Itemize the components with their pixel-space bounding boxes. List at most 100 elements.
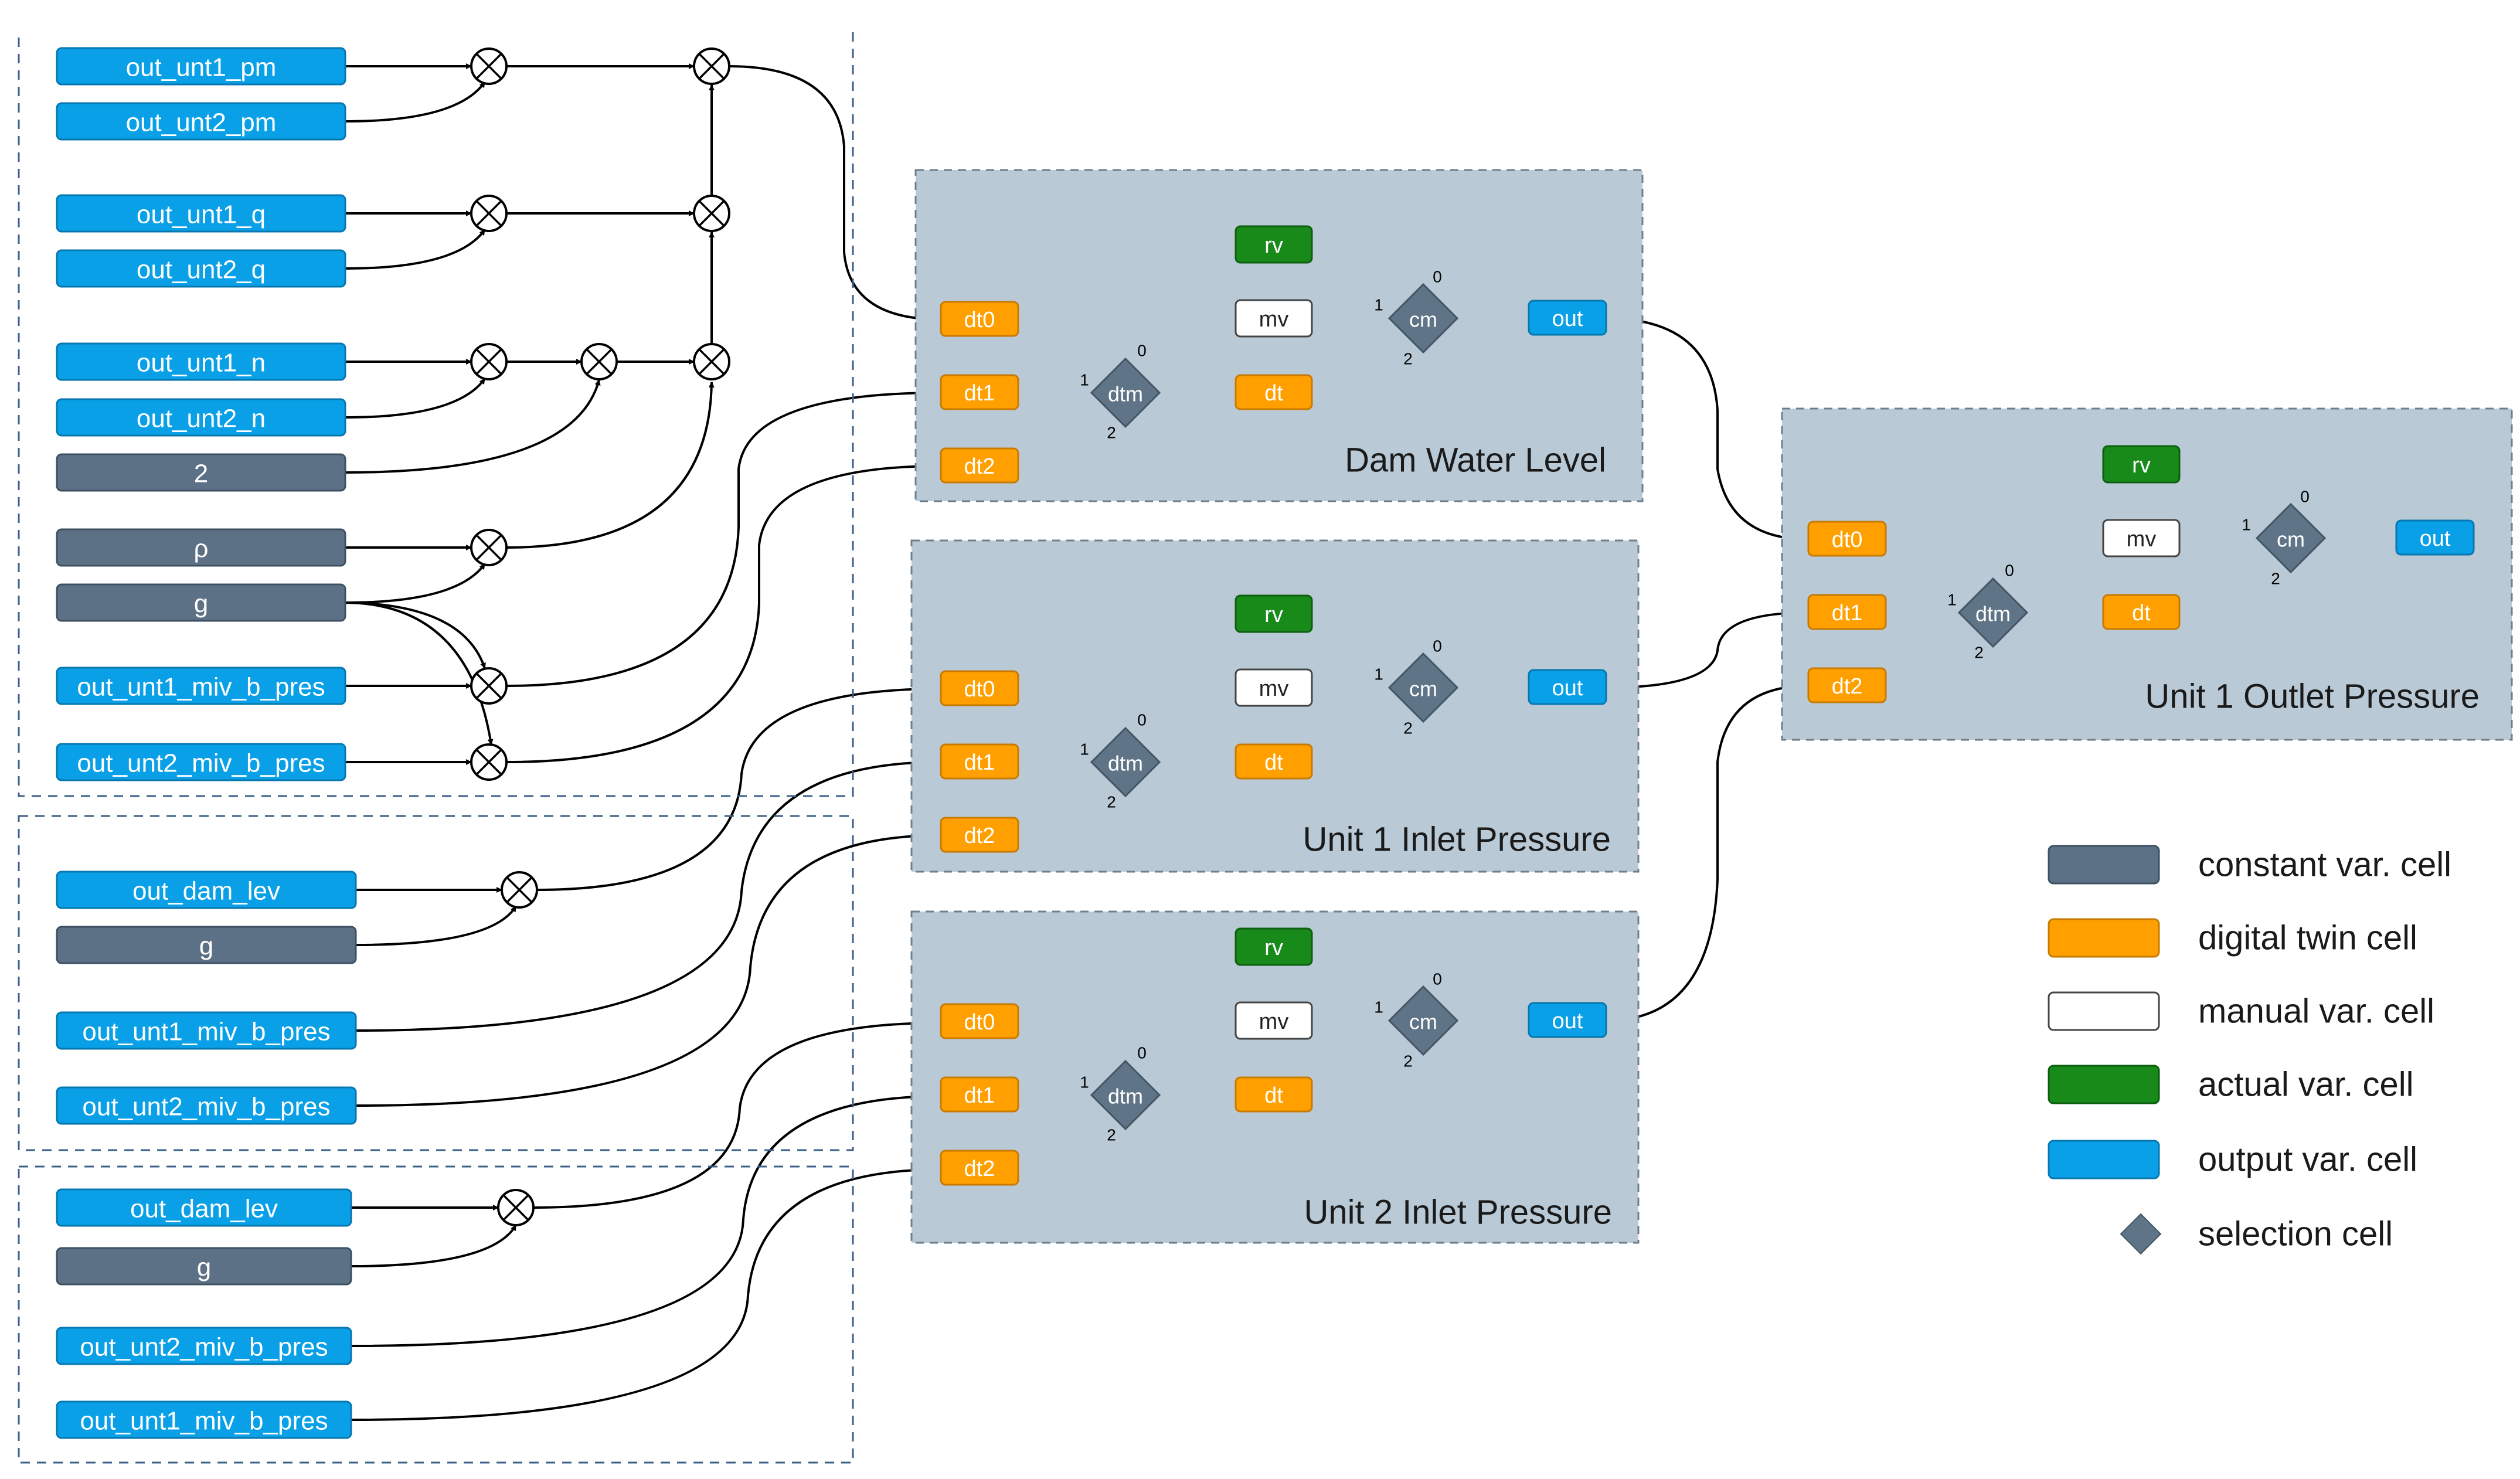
- u1in-dt0[interactable]: dt0: [940, 670, 1019, 706]
- u2in-dtm[interactable]: dtm: [1090, 1059, 1161, 1131]
- u2in-mv[interactable]: mv: [1235, 1001, 1313, 1040]
- u2in-dt2[interactable]: dt2: [940, 1150, 1019, 1186]
- selection-diamond: [1387, 985, 1459, 1056]
- input2-out-unt1-miv-b-pres[interactable]: out_unt1_miv_b_pres: [56, 1011, 357, 1050]
- wire-to-dam-dt0: [729, 65, 941, 322]
- input-out-unt1-miv-b-pres[interactable]: out_unt1_miv_b_pres: [56, 667, 346, 705]
- u1out-dt2[interactable]: dt2: [1807, 667, 1887, 703]
- input3-out-dam-lev[interactable]: out_dam_lev: [56, 1188, 352, 1227]
- input-const-2[interactable]: 2: [56, 453, 346, 492]
- cross-mark: [698, 348, 725, 375]
- dam-dt1[interactable]: dt1: [940, 374, 1019, 410]
- u1out-cm-port2: 2: [2271, 570, 2280, 588]
- input-out-unt1-pm[interactable]: out_unt1_pm: [56, 47, 346, 86]
- u1out-rv[interactable]: rv: [2102, 445, 2181, 484]
- dam-dt0[interactable]: dt0: [940, 301, 1019, 337]
- u1out-cm[interactable]: cm: [2255, 502, 2327, 574]
- input-const-2-label: 2: [194, 460, 208, 488]
- legend-item-selection: selection cell: [2120, 1213, 2393, 1255]
- u1out-mv[interactable]: mv: [2102, 519, 2181, 557]
- legend-label-digital_twin: digital twin cell: [2198, 919, 2417, 957]
- dam-dt0-label: dt0: [964, 308, 995, 332]
- input-out-unt2-q[interactable]: out_unt2_q: [56, 249, 346, 288]
- u1in-dt2-label: dt2: [964, 824, 995, 848]
- mult-g3: [497, 1189, 535, 1226]
- wire-to-dam-dt1: [506, 390, 941, 687]
- dam-mv[interactable]: mv: [1235, 299, 1313, 338]
- input-out-unt2-n[interactable]: out_unt2_n: [56, 398, 346, 437]
- input2-g[interactable]: g: [56, 926, 357, 964]
- u1out-dt1[interactable]: dt1: [1807, 594, 1887, 630]
- u1in-dt2-box: [940, 817, 1019, 853]
- u1in-dt1-label: dt1: [964, 750, 995, 775]
- input3-out-unt1-miv-b-pres-label: out_unt1_miv_b_pres: [80, 1407, 328, 1436]
- dam-dtm-port0: 0: [1137, 342, 1147, 360]
- u1out-out[interactable]: out: [2395, 519, 2475, 556]
- selection-diamond: [1090, 1059, 1161, 1131]
- u2in-dt0-label: dt0: [964, 1010, 995, 1035]
- input2-out-unt2-miv-b-pres[interactable]: out_unt2_miv_b_pres: [56, 1086, 357, 1125]
- dam-rv[interactable]: rv: [1235, 225, 1313, 264]
- u2in-dt[interactable]: dt: [1235, 1076, 1313, 1113]
- u2in-dt-box: [1235, 1076, 1313, 1113]
- input-out-unt1-q[interactable]: out_unt1_q: [56, 194, 346, 233]
- input-out-unt1-n[interactable]: out_unt1_n: [56, 342, 346, 381]
- u1out-dt-box: [2102, 594, 2181, 630]
- u1in-mv[interactable]: mv: [1235, 668, 1313, 707]
- input-out-unt2-miv-b-pres[interactable]: out_unt2_miv_b_pres: [56, 743, 346, 781]
- wire-to-u2-dt1: [351, 1093, 941, 1347]
- u2in-dtm-port2: 2: [1107, 1126, 1116, 1144]
- dam-dt-label: dt: [1264, 381, 1283, 406]
- u2in-dt2-label: dt2: [964, 1157, 995, 1181]
- u2in-cm[interactable]: cm: [1387, 985, 1459, 1056]
- u1in-dtm[interactable]: dtm: [1090, 726, 1161, 798]
- input-out-unt2-pm[interactable]: out_unt2_pm: [56, 102, 346, 141]
- dam-dt2[interactable]: dt2: [940, 447, 1019, 484]
- dam-dt2-box: [940, 447, 1019, 484]
- u1in-mv-box: [1235, 668, 1313, 707]
- wire-n2: [345, 378, 486, 419]
- input-g[interactable]: g: [56, 583, 346, 622]
- u1in-dt1[interactable]: dt1: [940, 743, 1019, 780]
- dam-dt[interactable]: dt: [1235, 374, 1313, 410]
- input-rho[interactable]: ρ: [56, 528, 346, 567]
- input3-out-unt2-miv-b-pres[interactable]: out_unt2_miv_b_pres: [56, 1327, 352, 1365]
- dam-dtm[interactable]: dtm: [1090, 357, 1161, 429]
- dam-dt0-box: [940, 301, 1019, 337]
- u1in-cm[interactable]: cm: [1387, 652, 1459, 723]
- unit2-inlet-pressure-title: Unit 2 Inlet Pressure: [1304, 1194, 1612, 1232]
- dam-cm[interactable]: cm: [1387, 283, 1459, 354]
- input-group-1-border: [18, 32, 854, 797]
- input2-out-dam-lev[interactable]: out_dam_lev: [56, 871, 357, 909]
- input-out-unt2-n-label: out_unt2_n: [137, 404, 266, 433]
- mult-n: [470, 343, 508, 380]
- mult-low: [693, 343, 730, 380]
- mult-q: [470, 195, 508, 232]
- u2in-dt0[interactable]: dt0: [940, 1003, 1019, 1039]
- u2in-dt1[interactable]: dt1: [940, 1076, 1019, 1113]
- u1in-rv[interactable]: rv: [1235, 594, 1313, 633]
- u1in-dt[interactable]: dt: [1235, 743, 1313, 780]
- u2in-cm-port2: 2: [1403, 1052, 1413, 1070]
- u1in-dt-box: [1235, 743, 1313, 780]
- input-const-2-box: [56, 453, 346, 492]
- u1out-dt0[interactable]: dt0: [1807, 521, 1887, 557]
- u1out-dtm-label: dtm: [1975, 602, 2011, 626]
- legend-item-digital_twin: digital twin cell: [2048, 918, 2417, 958]
- u1out-dt[interactable]: dt: [2102, 594, 2181, 630]
- u1in-dt2[interactable]: dt2: [940, 817, 1019, 853]
- u1out-dtm[interactable]: dtm: [1957, 577, 2029, 648]
- input3-g[interactable]: g: [56, 1247, 352, 1286]
- u2in-out[interactable]: out: [1528, 1002, 1607, 1038]
- u2in-rv[interactable]: rv: [1235, 927, 1313, 966]
- legend-item-output: output var. cell: [2048, 1140, 2417, 1179]
- u1in-dt0-label: dt0: [964, 677, 995, 702]
- dam-out[interactable]: out: [1528, 300, 1607, 336]
- legend-label-manual: manual var. cell: [2198, 992, 2434, 1031]
- u1in-out[interactable]: out: [1528, 669, 1607, 705]
- cross-mark: [475, 348, 502, 375]
- input3-out-unt1-miv-b-pres[interactable]: out_unt1_miv_b_pres: [56, 1400, 352, 1439]
- dam-out-box: [1528, 300, 1607, 336]
- u1out-cm-port0: 0: [2300, 488, 2310, 506]
- input3-out-unt2-miv-b-pres-box: [56, 1327, 352, 1365]
